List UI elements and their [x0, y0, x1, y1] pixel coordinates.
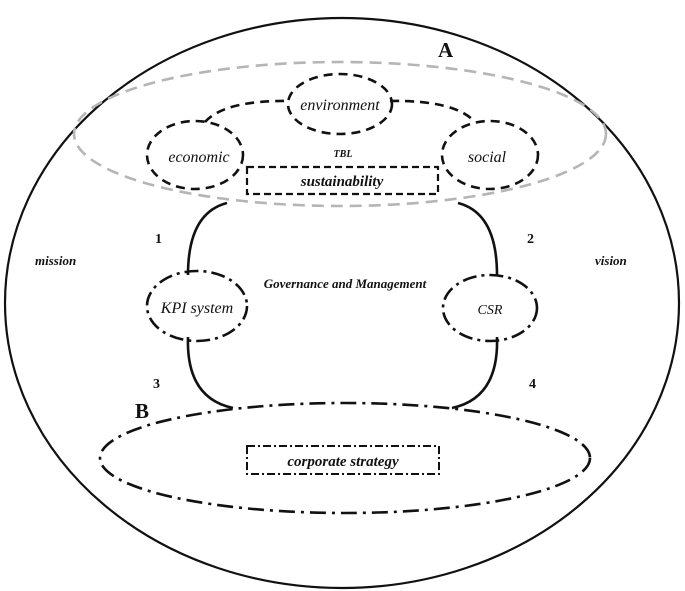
- mission-label: mission: [35, 253, 76, 268]
- economic-label: economic: [168, 149, 229, 166]
- corporate-strategy-box: [246, 445, 440, 475]
- connector-4: [451, 336, 499, 410]
- connector-1: [186, 201, 228, 276]
- label-b: B: [135, 399, 149, 423]
- vision-label: vision: [595, 253, 627, 268]
- number-3-label: 3: [153, 377, 160, 392]
- label-a: A: [438, 38, 454, 62]
- social-label: social: [468, 149, 507, 166]
- environment-social-connector: [389, 99, 476, 123]
- kpi-system-label: KPI system: [160, 300, 233, 317]
- economic-environment-connector: [204, 99, 291, 123]
- kpi-system-ellipse: [145, 269, 249, 343]
- connector-3: [186, 336, 234, 410]
- number-4-label: 4: [529, 377, 536, 392]
- number-1-label: 1: [155, 232, 162, 247]
- sustainability-box: [245, 165, 440, 196]
- environment-ellipse: [286, 72, 394, 136]
- sustainability-label: sustainability: [300, 174, 384, 190]
- csr-ellipse: [441, 273, 539, 343]
- number-2-label: 2: [527, 232, 534, 247]
- environment-label: environment: [300, 97, 380, 114]
- outer-boundary-ellipse: [3, 16, 681, 590]
- corporate-strategy-label: corporate strategy: [287, 454, 399, 470]
- tbl-label: TBL: [334, 149, 353, 160]
- tbl-ring-ellipse: [72, 60, 608, 208]
- csr-label: CSR: [478, 303, 503, 318]
- social-ellipse: [440, 119, 540, 191]
- economic-ellipse: [145, 119, 245, 191]
- governance-label: Governance and Management: [264, 276, 427, 291]
- connector-2: [457, 201, 499, 276]
- corporate-strategy-ellipse: [98, 401, 592, 515]
